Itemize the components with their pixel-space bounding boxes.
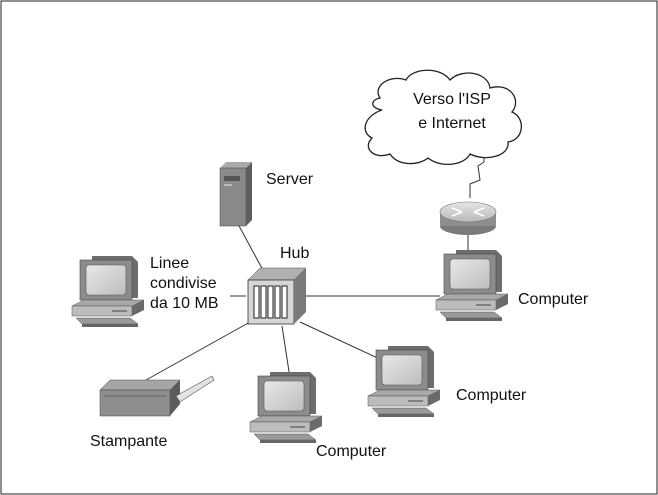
- shared-lines-label: Linee condivise da 10 MB: [150, 254, 218, 314]
- shared-lines-label-line2: condivise: [150, 275, 217, 292]
- server-icon: [219, 162, 252, 227]
- connection-lines: [145, 150, 485, 381]
- link-server-hub: [237, 223, 265, 273]
- cloud-label-line1: Verso l'ISP: [413, 91, 491, 108]
- cloud-label-line2: e Internet: [418, 115, 486, 132]
- shared-lines-label-line3: da 10 MB: [150, 295, 219, 312]
- shared-lines-label-line1: Linee: [150, 255, 190, 272]
- server-label: Server: [266, 171, 314, 188]
- computer-midright-label: Computer: [456, 387, 527, 404]
- computer-right-label: Computer: [518, 291, 589, 308]
- hub-icon: [247, 267, 307, 325]
- link-hub-pc-midright: [299, 321, 383, 361]
- cloud-label: Verso l'ISP e Internet: [402, 88, 502, 136]
- router-icon: [439, 201, 497, 235]
- computer-bottom-label: Computer: [316, 443, 387, 460]
- printer-label: Stampante: [90, 433, 168, 450]
- printer-icon: [99, 375, 215, 417]
- link-hub-printer: [145, 321, 251, 381]
- link-router-cloud: [469, 150, 485, 198]
- hub-label: Hub: [280, 245, 310, 262]
- link-hub-pc-bottom: [281, 325, 291, 379]
- internet-cloud-icon: [364, 69, 522, 165]
